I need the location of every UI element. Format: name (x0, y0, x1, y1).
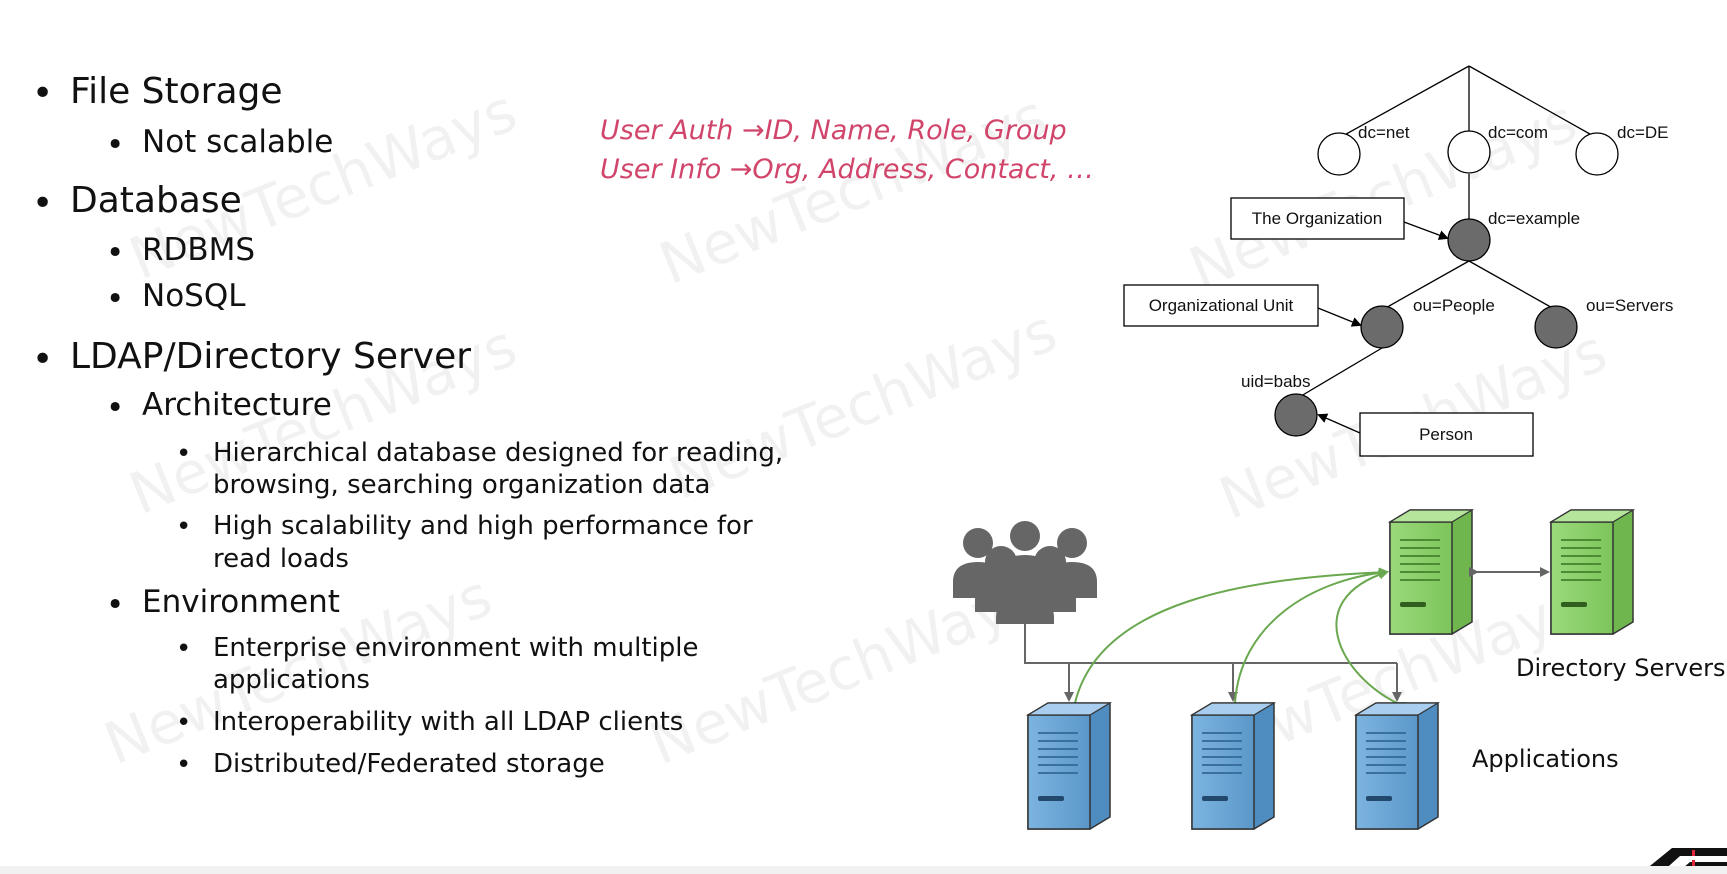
dc-de-node (1575, 132, 1619, 176)
person-box (1359, 412, 1534, 457)
bullet-file-storage: File Storage (70, 71, 283, 112)
bullet-nosql: NoSQL (142, 278, 246, 314)
user-app-connectors (1024, 624, 1402, 702)
dc-example-label: dc=example (1488, 209, 1580, 228)
bullet-dot: • (176, 634, 192, 664)
directory-servers-label: Directory Servers (1516, 654, 1725, 682)
bullet-dot: • (106, 587, 125, 623)
bullet-not-scalable: Not scalable (142, 124, 334, 160)
bullet-dot: • (176, 750, 192, 780)
ou-servers-label: ou=Servers (1586, 296, 1673, 315)
bullet-environment: Environment (142, 584, 340, 620)
bullet-dot: • (106, 235, 125, 271)
dc-com-node (1447, 130, 1491, 174)
bullet-dot: • (106, 390, 125, 426)
bullet-dot: • (106, 281, 125, 317)
person-arrow (1317, 413, 1361, 434)
directory-server-1 (1387, 509, 1475, 635)
org-unit-box-label: Organizational Unit (1149, 296, 1294, 315)
person-box-label: Person (1419, 425, 1473, 444)
app-to-directory-arrows (1068, 567, 1407, 712)
ou-servers-node (1534, 305, 1578, 349)
bullet-env-3: Distributed/Federated storage (213, 749, 605, 779)
bullet-ldap: LDAP/Directory Server (70, 336, 472, 377)
applications-label: Applications (1472, 745, 1619, 773)
bullet-dot: • (32, 339, 54, 380)
application-server-2 (1189, 702, 1277, 830)
application-server-3 (1353, 702, 1441, 830)
bullet-arch-2-line2: read loads (213, 544, 349, 574)
uid-babs-node (1274, 393, 1318, 437)
bullet-dot: • (176, 512, 192, 542)
dc-com-label: dc=com (1488, 123, 1548, 142)
bullet-arch-1-line1: Hierarchical database designed for readi… (213, 438, 784, 468)
user-auth-note: User Auth →ID, Name, Role, Group (600, 115, 1067, 146)
bullet-dot: • (32, 73, 54, 114)
bullet-dot: • (176, 439, 192, 469)
bullet-env-1-line1: Enterprise environment with multiple (213, 633, 699, 663)
bullet-architecture: Architecture (142, 387, 332, 423)
org-unit-arrow (1317, 307, 1362, 327)
bullet-dot: • (106, 127, 125, 163)
bullet-arch-2-line1: High scalability and high performance fo… (213, 511, 753, 541)
users-group-icon (953, 521, 1097, 624)
directory-server-2 (1548, 509, 1636, 635)
bullet-dot: • (32, 183, 54, 224)
organization-box (1230, 197, 1405, 240)
application-server-1 (1025, 702, 1113, 830)
uid-babs-label: uid=babs (1241, 372, 1310, 391)
dc-de-label: dc=DE (1617, 123, 1669, 142)
org-unit-box (1123, 284, 1319, 327)
bullet-database: Database (70, 180, 242, 221)
bullet-arch-1-line2: browsing, searching organization data (213, 470, 711, 500)
bottom-bar (0, 866, 1727, 874)
ou-people-node (1360, 305, 1404, 349)
bullet-env-2: Interoperability with all LDAP clients (213, 707, 684, 737)
tree-edges (1295, 65, 1598, 400)
dc-net-label: dc=net (1358, 123, 1410, 142)
ou-people-label: ou=People (1413, 296, 1495, 315)
user-info-note: User Info →Org, Address, Contact, … (600, 154, 1095, 185)
organization-box-label: The Organization (1252, 209, 1382, 228)
bullet-env-1-line2: applications (213, 665, 370, 695)
organization-arrow (1403, 221, 1449, 240)
dc-example-node (1447, 218, 1491, 262)
bullet-rdbms: RDBMS (142, 232, 256, 268)
bullet-dot: • (176, 708, 192, 738)
dc-net-node (1317, 132, 1361, 176)
